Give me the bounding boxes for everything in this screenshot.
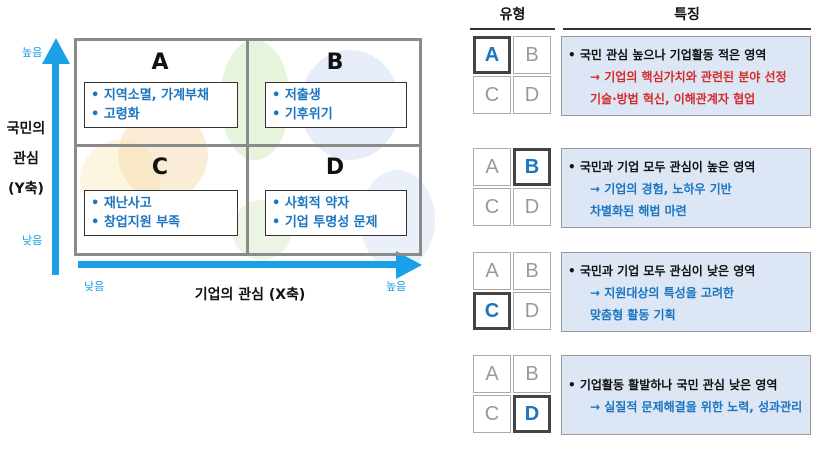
feature-line: • 국민과 기업 모두 관심이 높은 영역 — [568, 160, 756, 174]
type-cell-a: A — [473, 148, 511, 186]
quadrant-d-item: • 사회적 약자 — [272, 196, 350, 211]
y-axis-arrow — [52, 62, 59, 275]
quadrant-b-box: • 저출생 • 기후위기 — [265, 82, 407, 128]
matrix-divider-vertical — [246, 38, 249, 256]
x-axis-arrow — [78, 261, 400, 268]
y-axis-low-label: 낮음 — [22, 234, 43, 247]
type-cell-b: B — [513, 355, 551, 393]
x-axis-title: 기업의 관심 (X축) — [194, 287, 306, 303]
y-axis-title-line-1: 국민의 — [6, 121, 46, 137]
quadrant-b-letter: B — [326, 50, 344, 75]
feature-line: 기술·방법 혁신, 이해관계자 협업 — [590, 92, 756, 106]
quadrant-c-item: • 창업지원 부족 — [91, 215, 181, 230]
y-axis-high-label: 높음 — [22, 46, 43, 59]
quadrant-a-item: • 고령화 — [91, 107, 140, 122]
quadrant-b-item: • 기후위기 — [272, 107, 333, 122]
quadrant-c-box: • 재난사고 • 창업지원 부족 — [84, 190, 238, 236]
type-cell-d: D — [513, 395, 551, 433]
feature-line: • 국민과 기업 모두 관심이 낮은 영역 — [568, 264, 756, 278]
header-type-underline — [470, 28, 555, 30]
type-cell-a: A — [473, 36, 511, 74]
type-cell-c: C — [473, 292, 511, 330]
type-cell-c: C — [473, 188, 511, 226]
type-cell-b: B — [513, 148, 551, 186]
type-cell-d: D — [513, 188, 551, 226]
type-cell-d: D — [513, 76, 551, 114]
x-axis-low-label: 낮음 — [84, 280, 105, 293]
feature-description-a: • 국민 관심 높으나 기업활동 적은 영역 → 기업의 핵심가치와 관련된 분야… — [561, 36, 811, 116]
quadrant-d-box: • 사회적 약자 • 기업 투명성 문제 — [265, 190, 407, 236]
y-axis-title-line-2: 관심 — [13, 151, 39, 167]
feature-line: • 국민 관심 높으나 기업활동 적은 영역 — [568, 48, 767, 62]
feature-line: → 기업의 핵심가치와 관련된 분야 선정 — [590, 70, 787, 84]
feature-line: → 실질적 문제해결을 위한 노력, 성과관리 — [590, 400, 803, 414]
quadrant-a-box: • 지역소멸, 가계부채 • 고령화 — [84, 82, 238, 128]
type-cell-a: A — [473, 252, 511, 290]
type-cell-b: B — [513, 36, 551, 74]
feature-line: → 기업의 경험, 노하우 기반 — [590, 182, 732, 196]
feature-description-d: • 기업활동 활발하나 국민 관심 낮은 영역 → 실질적 문제해결을 위한 노력… — [561, 355, 811, 435]
quadrant-c-item: • 재난사고 — [91, 196, 152, 211]
feature-line: 맞춤형 활동 기획 — [590, 308, 676, 322]
feature-line: → 지원대상의 특성을 고려한 — [590, 286, 735, 300]
type-cell-b: B — [513, 252, 551, 290]
quadrant-a-letter: A — [151, 50, 169, 75]
header-feature: 특징 — [674, 7, 700, 23]
matrix-divider-horizontal — [74, 144, 422, 147]
feature-line: • 기업활동 활발하나 국민 관심 낮은 영역 — [568, 378, 778, 392]
type-cell-c: C — [473, 76, 511, 114]
type-cell-c: C — [473, 395, 511, 433]
type-cell-a: A — [473, 355, 511, 393]
quadrant-d-item: • 기업 투명성 문제 — [272, 215, 378, 230]
x-axis-high-label: 높음 — [386, 280, 407, 293]
header-type: 유형 — [499, 7, 526, 23]
quadrant-a-item: • 지역소멸, 가계부채 — [91, 88, 209, 103]
feature-line: 차별화된 해법 마련 — [590, 204, 687, 218]
type-cell-d: D — [513, 292, 551, 330]
quadrant-c-letter: C — [151, 155, 169, 180]
quadrant-b-item: • 저출생 — [272, 88, 321, 103]
header-feature-underline — [563, 28, 811, 30]
y-axis-arrowhead — [42, 38, 70, 64]
y-axis-title-line-3: (Y축) — [8, 181, 44, 197]
quadrant-d-letter: D — [325, 155, 345, 180]
